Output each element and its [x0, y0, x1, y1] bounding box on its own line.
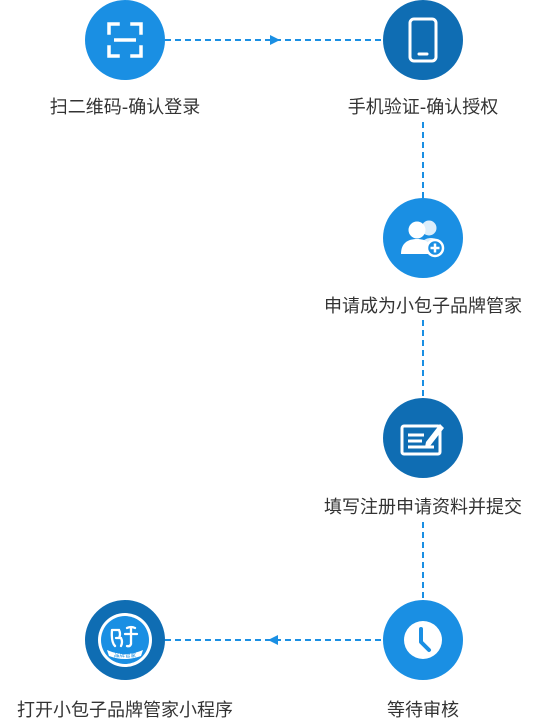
app-logo-icon: 品牌管家 [98, 613, 152, 667]
step-5-label: 等待审核 [387, 700, 459, 721]
step-1-circle [85, 0, 165, 80]
step-3-label: 申请成为小包子品牌管家 [324, 296, 522, 317]
step-6-circle: 品牌管家 [85, 600, 165, 680]
step-4-circle [383, 398, 463, 478]
arrow-5-6 [268, 635, 278, 645]
clock-icon [404, 621, 442, 659]
step-5-circle [383, 600, 463, 680]
step-3-circle [383, 198, 463, 278]
add-user-icon [401, 220, 445, 258]
arrow-1-2 [270, 35, 280, 45]
form-edit-icon [400, 424, 444, 456]
mobile-phone-icon [408, 17, 438, 63]
app-logo-text: 品牌管家 [114, 651, 137, 659]
step-2-label: 手机验证-确认授权 [347, 97, 499, 118]
step-1-label: 扫二维码-确认登录 [49, 97, 201, 118]
step-2-circle [383, 0, 463, 80]
qr-scan-icon [107, 22, 143, 58]
step-4-label: 填写注册申请资料并提交 [324, 497, 522, 518]
step-6-label: 打开小包子品牌管家小程序 [17, 700, 233, 721]
